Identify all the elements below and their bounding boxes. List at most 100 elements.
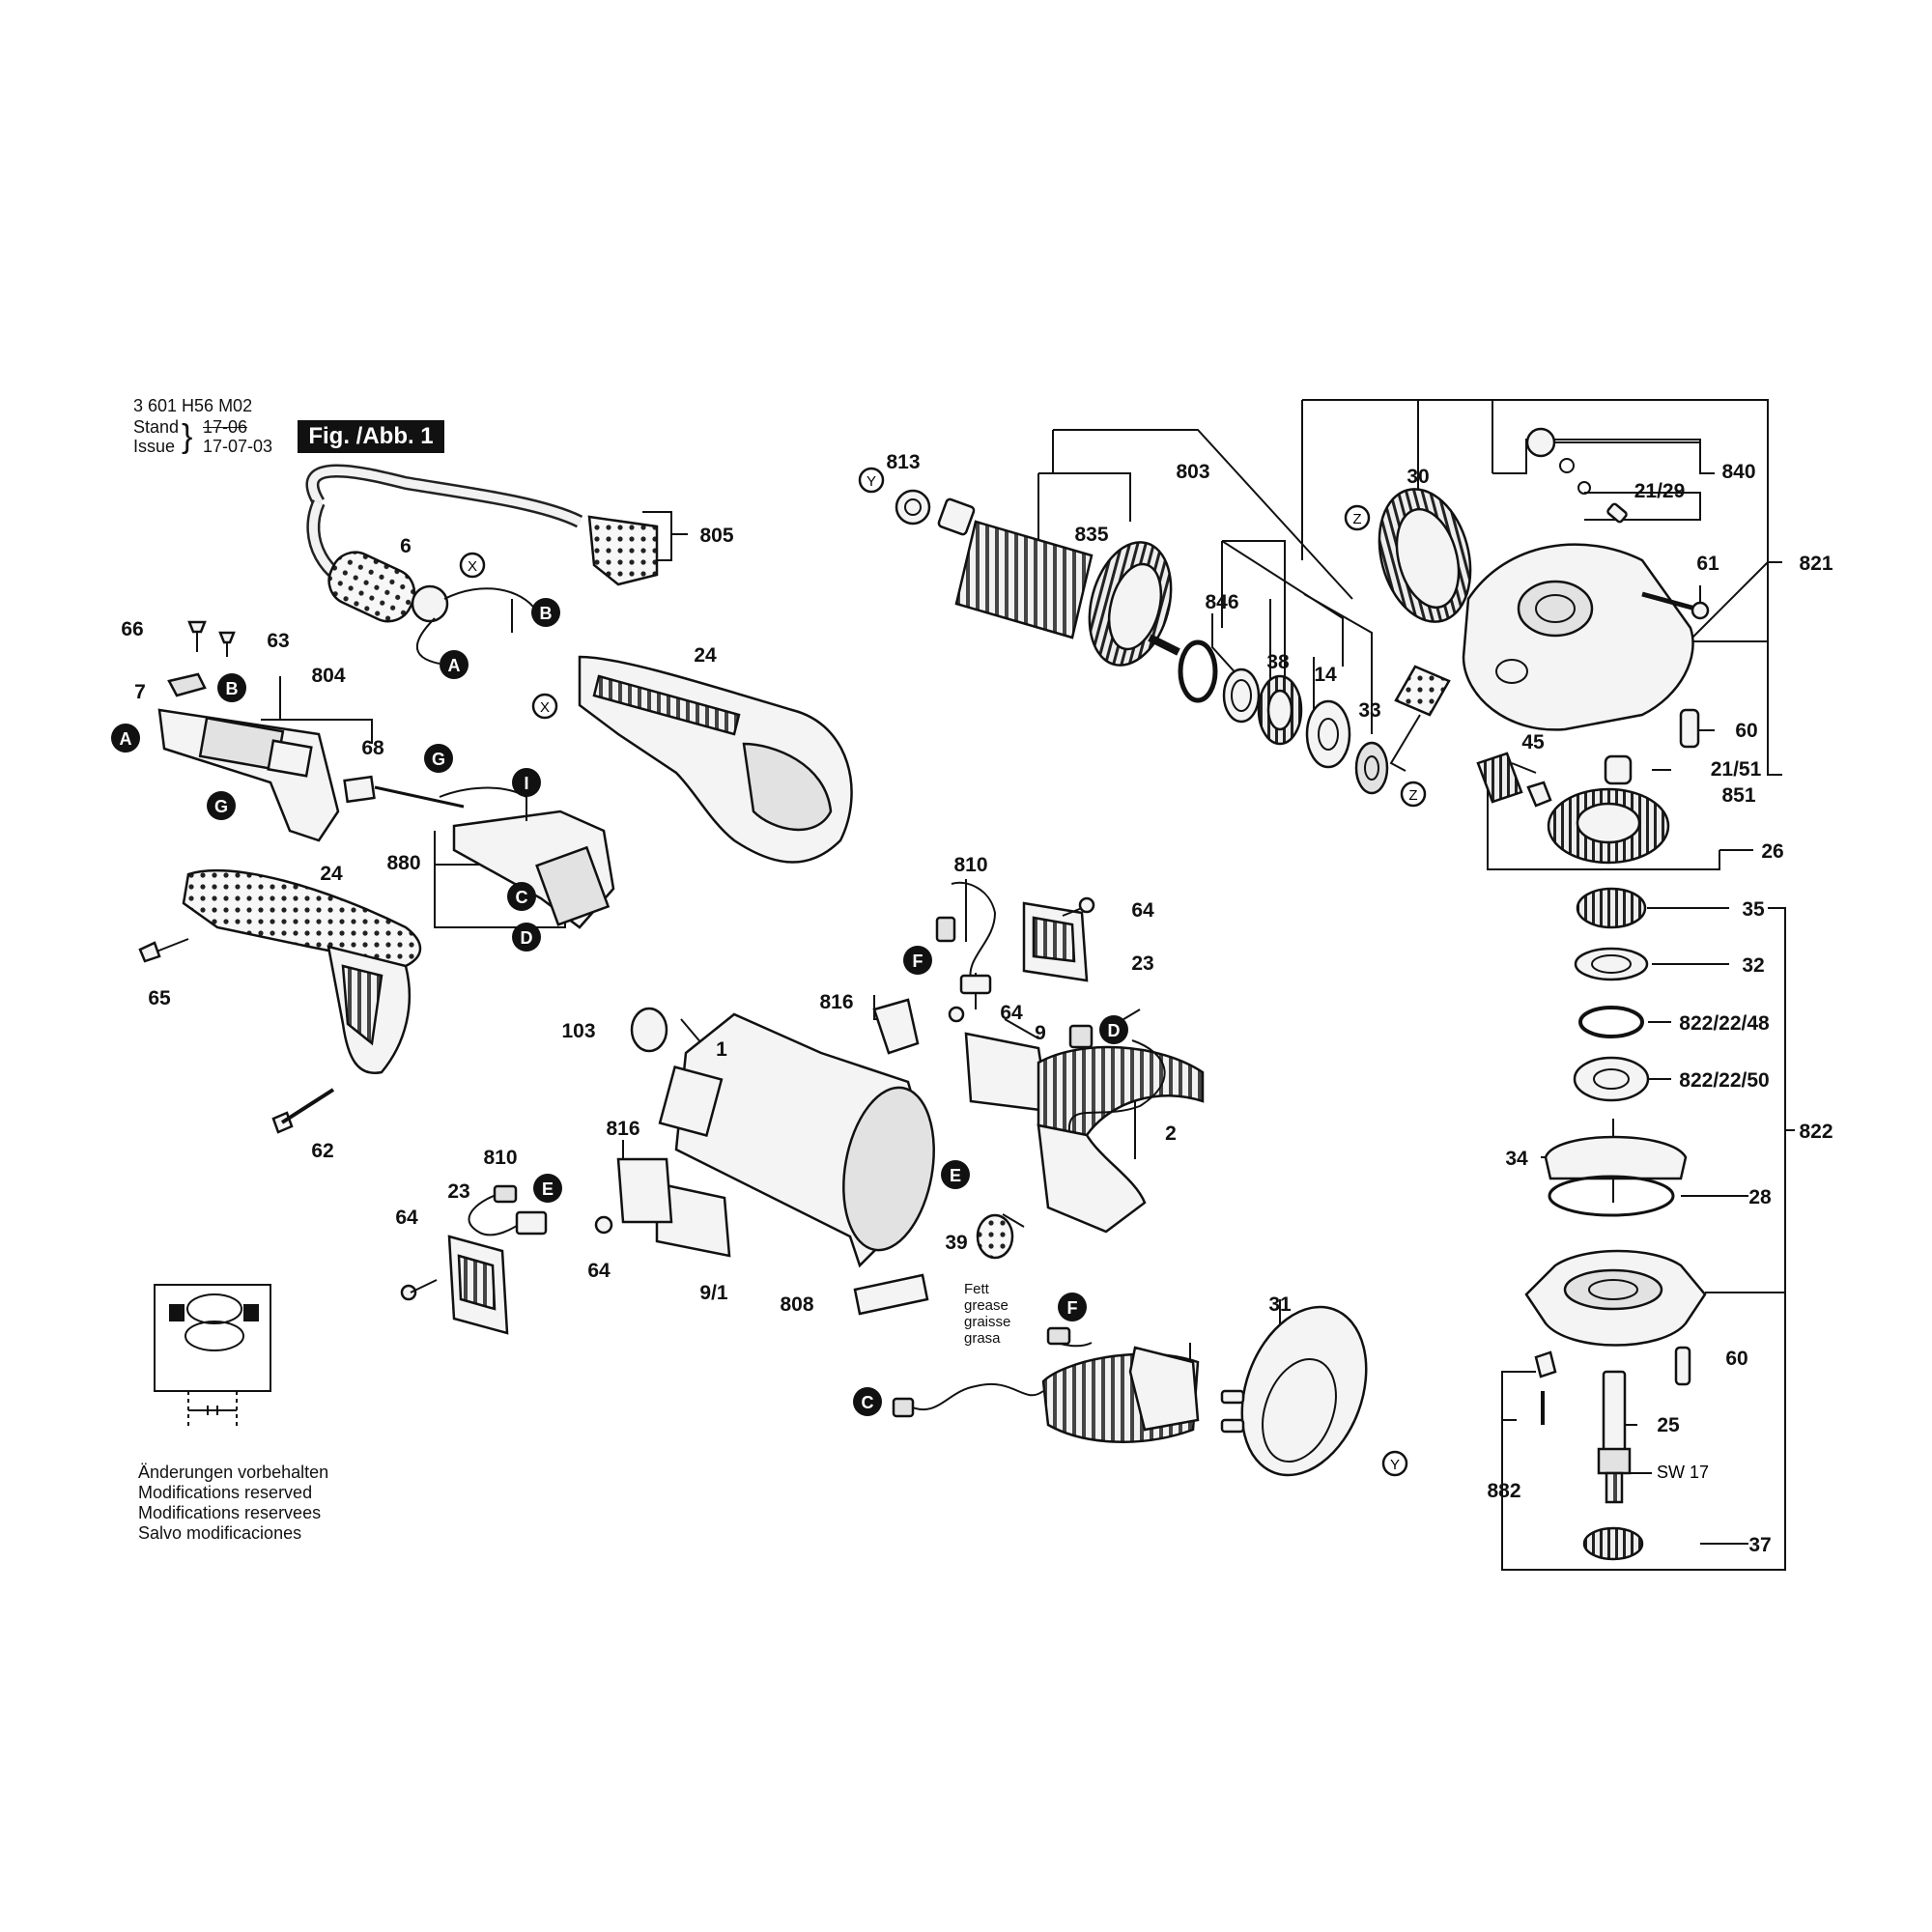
part-label-21-29: 21/29	[1634, 480, 1686, 502]
part-label-835: 835	[1074, 524, 1108, 546]
part-label-34: 34	[1505, 1148, 1528, 1170]
marker-g-electronics: G	[424, 744, 453, 773]
part-label-65: 65	[148, 987, 171, 1009]
svg-text:Y: Y	[1390, 1457, 1400, 1473]
marker-d-electronics: D	[512, 923, 541, 952]
marker-a-switch: A	[111, 724, 140, 753]
marker-e-coil: E	[941, 1160, 970, 1189]
part-label-38: 38	[1266, 651, 1290, 673]
part-label-880: 880	[386, 852, 420, 874]
part-label-9: 9	[1035, 1022, 1046, 1044]
part-label-28: 28	[1748, 1186, 1772, 1208]
part-label-39: 39	[945, 1232, 967, 1254]
marker-e-brush: E	[533, 1174, 562, 1203]
connector-markers: Y Y Z Z X X B A B A G G I C D F D E E F …	[111, 467, 1427, 1477]
part-label-6: 6	[400, 535, 412, 557]
svg-text:D: D	[521, 928, 533, 948]
part-label-14: 14	[1314, 664, 1337, 686]
part-label-63: 63	[267, 630, 289, 652]
part-label-840: 840	[1721, 461, 1755, 483]
part-label-62: 62	[311, 1140, 333, 1162]
part-number: 3 601 H56 M02	[133, 396, 253, 415]
svg-text:I: I	[524, 774, 528, 793]
svg-text:Z: Z	[1408, 787, 1417, 804]
part-label-1: 1	[716, 1038, 727, 1061]
svg-text:B: B	[226, 679, 239, 698]
part-label-805: 805	[699, 525, 733, 547]
note-line: Änderungen vorbehalten	[138, 1463, 329, 1482]
wiring-schematic	[154, 1284, 271, 1430]
stand-label: Stand	[133, 417, 180, 437]
svg-text:G: G	[432, 750, 445, 769]
figure-label: Fig. /Abb. 1	[298, 420, 444, 453]
marker-i: I	[512, 768, 541, 797]
marker-d-coil: D	[1099, 1015, 1128, 1044]
stand-date-old: 17-06	[203, 417, 248, 437]
part-label-24-bottom: 24	[320, 863, 343, 885]
svg-text:C: C	[516, 888, 528, 907]
part-label-813: 813	[886, 451, 920, 473]
svg-text:G: G	[214, 797, 228, 816]
part-label-822: 822	[1799, 1121, 1833, 1143]
grease-note-line: grease	[964, 1297, 1009, 1314]
part-label-816-top: 816	[819, 991, 853, 1013]
marker-a-cord: A	[440, 650, 469, 679]
part-label-60-bottom: 60	[1725, 1348, 1747, 1370]
svg-text:A: A	[120, 729, 132, 749]
part-label-822-22-48: 822/22/48	[1679, 1012, 1770, 1035]
part-label-30: 30	[1406, 466, 1429, 488]
part-label-64-left: 64	[395, 1207, 418, 1229]
svg-text:F: F	[1067, 1298, 1078, 1318]
modification-notes: Änderungen vorbehalten Modifications res…	[138, 1463, 328, 1544]
svg-text:E: E	[542, 1179, 554, 1199]
marker-f-brush: F	[903, 946, 932, 975]
marker-y-bottom: Y	[1381, 1450, 1408, 1477]
part-label-24-top: 24	[694, 644, 717, 667]
part-labels: 813 803 835 846 38 14 33 30 840 21/29 6 1…	[121, 451, 1833, 1556]
svg-text:A: A	[448, 656, 461, 675]
marker-b-cord: B	[531, 598, 560, 627]
marker-z-top: Z	[1344, 504, 1371, 531]
svg-text:X: X	[540, 699, 550, 716]
part-label-68: 68	[361, 737, 384, 759]
part-label-7: 7	[134, 681, 146, 703]
part-label-2: 2	[1165, 1122, 1177, 1145]
issue-date: 17-07-03	[203, 437, 273, 456]
marker-f-coil: F	[1058, 1293, 1087, 1321]
svg-text:Y: Y	[867, 473, 876, 490]
part-label-23-top: 23	[1131, 952, 1153, 975]
part-label-810-top: 810	[953, 854, 987, 876]
marker-c-coil: C	[853, 1387, 882, 1416]
part-label-37: 37	[1748, 1534, 1771, 1556]
part-label-33: 33	[1358, 699, 1380, 722]
part-label-821: 821	[1799, 553, 1833, 575]
part-label-64-mid: 64	[1000, 1002, 1023, 1024]
grease-note-line: graisse	[964, 1314, 1011, 1330]
part-label-810-bottom: 810	[483, 1147, 517, 1169]
part-label-25: 25	[1657, 1414, 1680, 1436]
svg-text:E: E	[950, 1166, 961, 1185]
part-label-816-bottom: 816	[606, 1118, 639, 1140]
part-label-822-22-50: 822/22/50	[1679, 1069, 1769, 1092]
component-drawings	[138, 427, 1710, 1561]
marker-x-handle: X	[531, 693, 558, 720]
issue-label: Issue	[133, 437, 176, 456]
svg-text:F: F	[913, 952, 923, 971]
part-label-45: 45	[1521, 731, 1545, 753]
marker-c-electronics: C	[507, 882, 536, 911]
part-label-64-center: 64	[587, 1260, 611, 1282]
part-label-846: 846	[1205, 591, 1238, 613]
part-label-23-bottom: 23	[447, 1180, 469, 1203]
part-label-103: 103	[561, 1020, 595, 1042]
part-label-21-51: 21/51	[1711, 758, 1762, 781]
part-label-9-1: 9/1	[699, 1282, 728, 1304]
grease-note-line: Fett	[964, 1281, 989, 1297]
part-label-35: 35	[1742, 898, 1765, 921]
part-label-60-top: 60	[1735, 720, 1757, 742]
part-label-804: 804	[311, 665, 345, 687]
note-line: Modifications reserved	[138, 1483, 313, 1502]
part-label-32: 32	[1742, 954, 1764, 977]
svg-text:C: C	[862, 1393, 874, 1412]
part-label-803: 803	[1176, 461, 1209, 483]
